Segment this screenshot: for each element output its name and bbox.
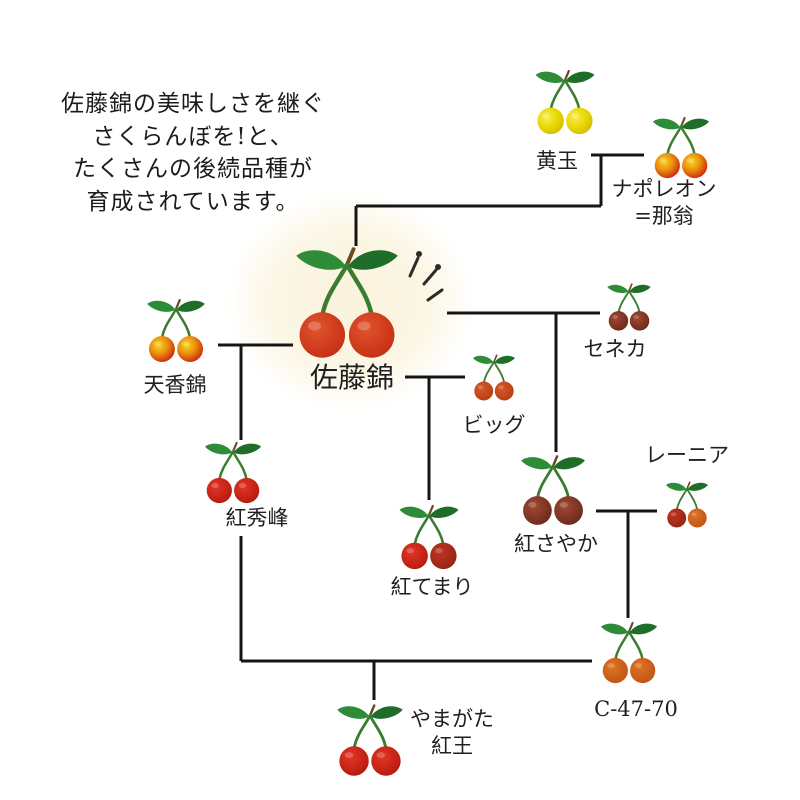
variety-label-benitemari: 紅てまり: [391, 574, 474, 601]
variety-node-yamagatabenio: [328, 702, 412, 778]
cherry-icon-redyellow: [147, 298, 205, 362]
variety-label-line: ナポレオン: [611, 177, 717, 201]
variety-label-line: セネカ: [583, 337, 647, 361]
variety-label-seneca: セネカ: [584, 336, 647, 363]
variety-label-napoleon: ナポレオン =那翁: [612, 176, 717, 231]
variety-label-benishuho: 紅秀峰: [226, 505, 289, 532]
cherry-icon-red: [337, 704, 403, 776]
intro-line: たくさんの後続品種が: [73, 156, 313, 183]
variety-label-big: ビッグ: [463, 412, 526, 439]
cherry-icon-darkred: [521, 455, 585, 525]
variety-label-line: 黄玉: [536, 149, 578, 173]
edge-satonishiki-seneca-benisayaka: [447, 311, 600, 452]
intro-line: 育成されています。: [86, 188, 300, 215]
variety-label-tenkonishiki: 天香錦: [144, 372, 207, 399]
variety-node-satonishiki: [282, 244, 412, 361]
variety-label-satonishiki: 佐藤錦: [310, 360, 394, 396]
variety-label-benisayaka: 紅さやか: [514, 531, 598, 558]
variety-label-line: ビッグ: [462, 413, 526, 437]
variety-label-line: 天香錦: [143, 373, 207, 397]
variety-node-seneca: [601, 282, 657, 332]
variety-label-line: 佐藤錦: [309, 361, 395, 394]
intro-text: 佐藤錦の美味しさを継ぐ さくらんぼを!と、 たくさんの後続品種が 育成されていま…: [28, 88, 358, 219]
edge-tenkonishiki-satonishiki-benishuho: [218, 343, 293, 440]
variety-label-line: レーニア: [645, 443, 729, 467]
variety-label-line: =那翁: [634, 204, 694, 229]
edge-benisayaka-rainier-c4770: [596, 509, 657, 618]
variety-label-line: 紅秀峰: [225, 506, 289, 530]
intro-line: 佐藤錦の美味しさを継ぐ: [61, 91, 325, 117]
variety-label-yamagatabenio: やまがた紅王: [410, 706, 494, 761]
variety-node-kidama: [527, 68, 603, 136]
variety-label-line: 紅さやか: [514, 532, 598, 556]
cherry-icon-orange: [600, 621, 658, 683]
cherry-icon-bigred: [296, 246, 398, 358]
cherry-icon-redyellow: [652, 116, 710, 178]
emphasis-marks-icon: [398, 244, 454, 310]
variety-node-big: [467, 353, 521, 402]
variety-node-tenkonishiki: [139, 297, 213, 364]
edge-satonishiki-big-benitemari: [405, 375, 465, 500]
variety-label-rainier: レーニア: [645, 442, 729, 469]
cherry-icon-red: [204, 441, 262, 503]
variety-node-benishuho: [197, 440, 269, 505]
edge-kidama-napoleon-satonishiki: [354, 153, 644, 246]
variety-label-line: 紅てまり: [390, 575, 474, 599]
variety-node-c4770: [593, 620, 665, 685]
variety-label-line: やまがた: [410, 707, 494, 731]
cherry-icon-red2: [399, 504, 459, 570]
intro-line: さくらんぼを!と、: [92, 123, 294, 150]
variety-node-rainier: [660, 480, 714, 529]
cherry-icon-darkred: [607, 283, 651, 331]
variety-label-line: C-47-70: [594, 697, 678, 721]
cherry-icon-yellow: [535, 69, 595, 135]
edge-benishuho-c4770-yamagatabenio: [239, 536, 592, 700]
cherry-icon-orangered: [472, 354, 516, 400]
variety-node-benisayaka: [512, 453, 594, 527]
variety-label-c4770: C-47-70: [594, 696, 678, 723]
variety-node-benitemari: [391, 503, 467, 571]
cherry-icon-rainier: [665, 481, 709, 527]
variety-node-napoleon: [645, 115, 717, 180]
variety-label-line: 紅王: [431, 734, 473, 759]
variety-label-kidama: 黄玉: [536, 148, 578, 175]
